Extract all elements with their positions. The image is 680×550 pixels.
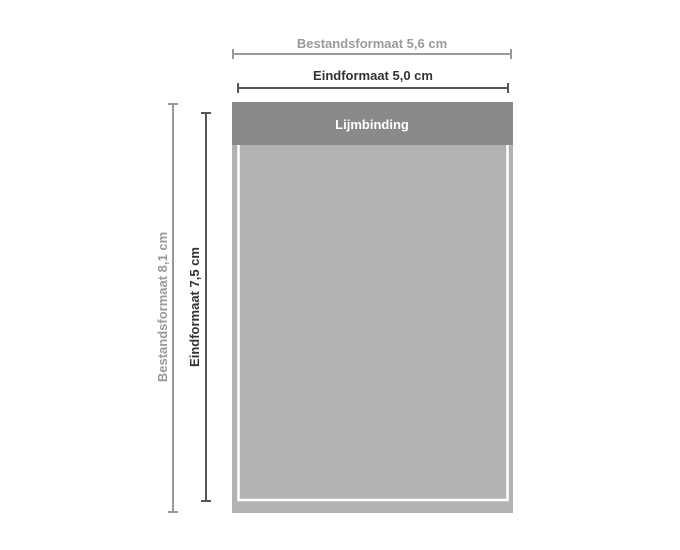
- final-height-label: Eindformaat 7,5 cm: [187, 247, 202, 367]
- binding-header: [232, 102, 513, 145]
- binding-label: Lijmbinding: [335, 117, 409, 132]
- file-width-dimension: [232, 49, 512, 59]
- final-height-dimension: [201, 112, 211, 502]
- file-width-label: Bestandsformaat 5,6 cm: [297, 36, 447, 51]
- final-width-dimension: [237, 83, 509, 93]
- page-body: [232, 102, 513, 513]
- final-width-label: Eindformaat 5,0 cm: [313, 68, 433, 83]
- file-height-label: Bestandsformaat 8,1 cm: [155, 232, 170, 382]
- file-height-dimension: [168, 103, 178, 513]
